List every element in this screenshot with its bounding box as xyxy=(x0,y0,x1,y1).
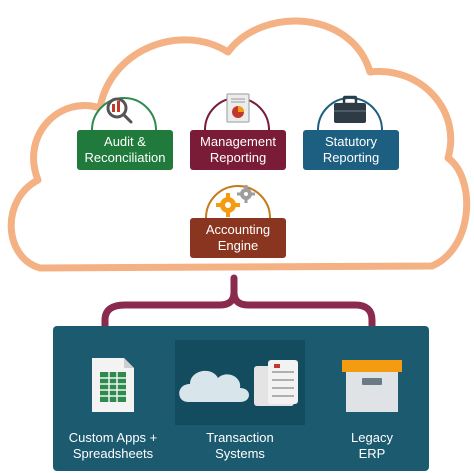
statutory-label-line1: Statutory xyxy=(324,134,378,149)
briefcase-icon xyxy=(317,95,383,131)
custom-apps-label: Custom Apps + Spreadsheets xyxy=(58,430,168,462)
legacy-line1: Legacy xyxy=(351,430,393,445)
connector-line xyxy=(101,274,376,334)
audit-label-line2: Reconciliation xyxy=(84,150,166,165)
audit-reconciliation-box: Audit & Reconciliation xyxy=(77,130,173,170)
accounting-label-line2: Engine xyxy=(217,238,259,253)
transaction-systems-label: Transaction Systems xyxy=(185,430,295,462)
management-reporting-box: Management Reporting xyxy=(190,130,286,170)
transaction-line2: Systems xyxy=(215,446,265,461)
gears-icon xyxy=(205,185,271,219)
statutory-label-line2: Reporting xyxy=(322,150,380,165)
custom-apps-line2: Spreadsheets xyxy=(72,446,154,461)
spreadsheet-icon xyxy=(92,358,134,412)
custom-apps-line1: Custom Apps + xyxy=(68,430,158,445)
transaction-line1: Transaction xyxy=(206,430,274,445)
legacy-line2: ERP xyxy=(358,446,386,461)
accounting-engine-box: Accounting Engine xyxy=(190,218,286,258)
management-label-line2: Reporting xyxy=(209,150,267,165)
archive-box-icon xyxy=(342,360,402,412)
report-document-icon xyxy=(204,93,270,131)
accounting-label-line1: Accounting xyxy=(205,222,271,237)
audit-label-line1: Audit & xyxy=(104,134,146,149)
legacy-erp-label: Legacy ERP xyxy=(317,430,427,462)
statutory-reporting-box: Statutory Reporting xyxy=(303,130,399,170)
cloud-server-icon xyxy=(179,360,298,406)
magnifier-chart-icon xyxy=(91,97,157,131)
management-label-line1: Management xyxy=(200,134,276,149)
